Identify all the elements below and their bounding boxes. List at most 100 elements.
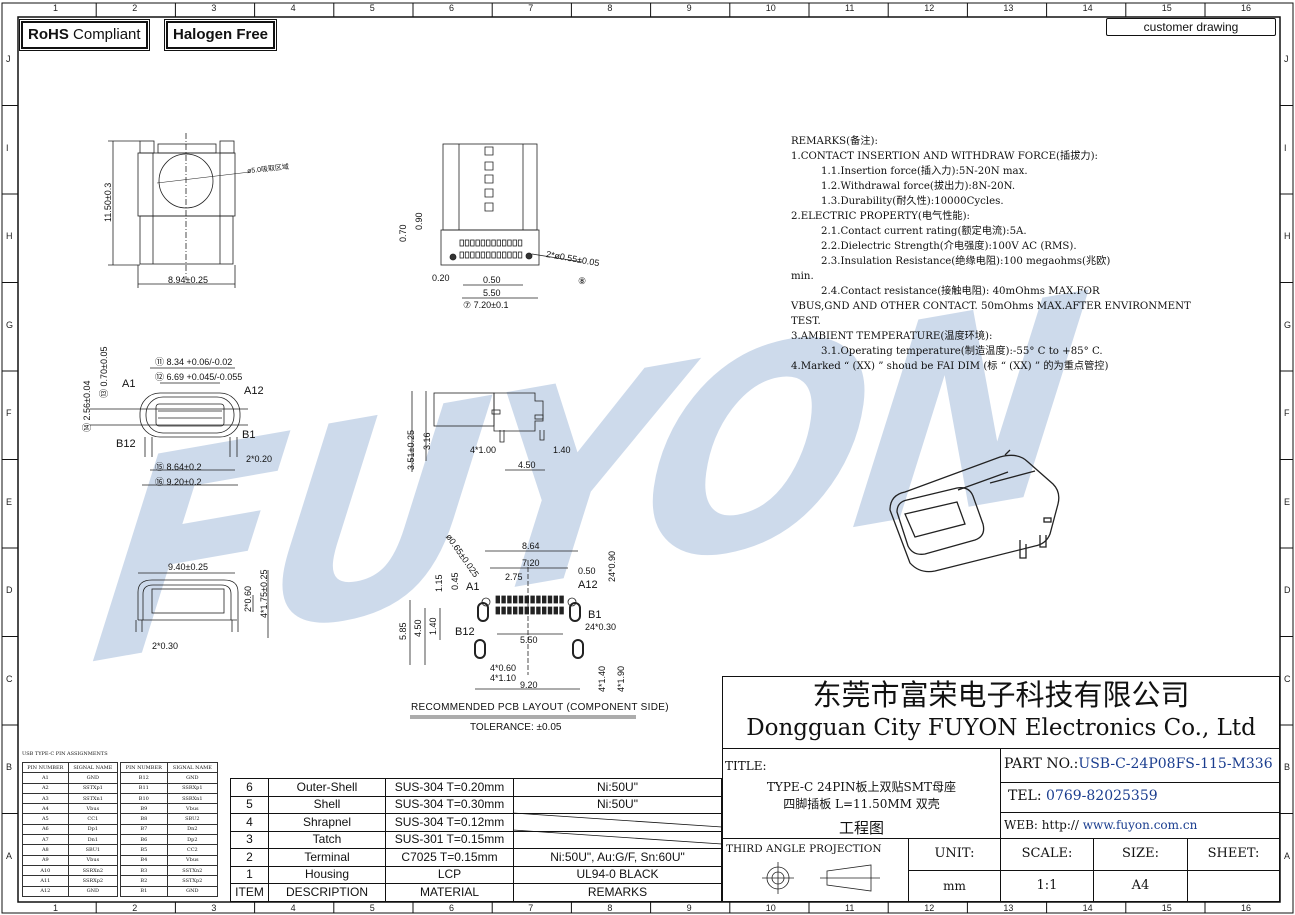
- signal-name: SSRXn1: [166, 792, 219, 805]
- signal-name: GND: [166, 772, 219, 784]
- item-number: 3: [230, 830, 269, 849]
- remark-line: 1.2.Withdrawal force(拔出力):8N-20N.: [821, 181, 1016, 192]
- terminal-pin: [470, 251, 475, 259]
- grid-column-label: 12: [924, 903, 935, 913]
- grid-row-label: D: [6, 585, 13, 595]
- remark-line: 2.3.Insulation Resistance(绝缘电阻):100 mega…: [821, 256, 1111, 267]
- grid-column-label: 9: [686, 903, 692, 913]
- remark-line: min.: [791, 271, 814, 282]
- signal-name: CC1: [67, 813, 119, 825]
- dimension-label: 24*0.90: [607, 550, 617, 582]
- description: Terminal: [268, 848, 386, 867]
- projection-label: THIRD ANGLE PROJECTION: [726, 843, 882, 855]
- terminal-pin: [475, 251, 480, 259]
- dimension-label: 3.51±0.25: [406, 430, 416, 470]
- description: Housing: [268, 865, 386, 884]
- bottom-view: [440, 143, 583, 299]
- pin-number: A5: [22, 813, 69, 825]
- company-name-chinese: 东莞市富荣电子科技有限公司: [812, 678, 1190, 712]
- title-line-2: 四脚插板 L=11.50MM 双壳: [783, 797, 940, 811]
- tel-label: TEL:: [1008, 788, 1042, 804]
- third-angle-projection-symbol: [762, 862, 880, 894]
- terminal-pin: [507, 239, 512, 247]
- remark-line: 1.CONTACT INSERTION AND WITHDRAW FORCE(插…: [791, 151, 1098, 162]
- grid-column-label: 10: [765, 903, 776, 913]
- tolerance-note: TOLERANCE: ±0.05: [470, 722, 562, 733]
- grid-row-label: B: [1284, 762, 1291, 772]
- signal-name: SSTXp2: [166, 875, 219, 887]
- remark-line: 2.1.Contact current rating(额定电流):5A.: [821, 226, 1027, 237]
- terminal-pin: [512, 251, 517, 259]
- pin-table-header: SIGNAL NAME: [166, 761, 219, 774]
- remark-line: 2.2.Dielectric Strength(介电强度):100V AC (R…: [821, 241, 1077, 252]
- pin-label-b12: B12: [116, 438, 136, 450]
- pin-number: B3: [120, 864, 168, 877]
- signal-name: GND: [67, 772, 119, 784]
- remarks: Ni:50U", Au:G/F, Sn:60U": [513, 848, 722, 867]
- pcb-pad: [518, 595, 524, 604]
- pcb-pad: [524, 595, 529, 604]
- pin-label-a1: A1: [122, 378, 136, 390]
- description: Shrapnel: [268, 813, 386, 832]
- web-link[interactable]: www.fuyon.com.cn: [1082, 818, 1198, 832]
- description: Shell: [268, 795, 386, 814]
- dimension-label: 24*0.30: [585, 622, 617, 632]
- grid-row-label: A: [1284, 850, 1291, 861]
- pcb-pad: [547, 606, 553, 615]
- pin-label-a12: A12: [244, 385, 264, 397]
- pin-label-a1: A1: [466, 581, 480, 593]
- pin-number: B1: [120, 885, 168, 897]
- halogen-free-badge: Halogen Free: [166, 21, 276, 49]
- tel-value: 0769-82025359: [1046, 788, 1158, 804]
- dimension-label: 0.45: [450, 572, 460, 590]
- bom-header: MATERIAL: [385, 883, 514, 902]
- grid-row-label: E: [6, 496, 13, 507]
- pcb-pad: [553, 595, 558, 604]
- signal-name: SSTXn2: [166, 864, 219, 877]
- terminal-pin: [459, 239, 464, 247]
- grid-row-label: J: [6, 54, 11, 64]
- grid-column-label: 14: [1082, 3, 1093, 13]
- rohs-label: RoHS: [28, 26, 69, 43]
- dimension-label: ⑯ 9.20±0.2: [155, 477, 202, 487]
- pcb-pad: [507, 595, 512, 604]
- dimension-label: 1.40: [553, 445, 571, 455]
- terminal-pin: [459, 251, 464, 259]
- terminal-pin: [501, 251, 507, 259]
- terminal-pin: [480, 239, 486, 247]
- dimension-label: 0.50: [578, 566, 596, 576]
- grid-row-label: G: [6, 319, 14, 330]
- pcb-pad: [530, 606, 535, 615]
- dimension-label: 1.40: [428, 617, 438, 635]
- pin-label-b1: B1: [588, 609, 602, 621]
- signal-name: SSRXn2: [67, 864, 119, 877]
- material: LCP: [385, 865, 514, 884]
- signal-name: SSTXp1: [67, 782, 119, 794]
- dimension-label: 4*1.40: [597, 665, 607, 692]
- dimension-label: ⑧: [578, 276, 587, 286]
- grid-column-label: 7: [528, 3, 534, 13]
- grid-column-label: 16: [1241, 903, 1252, 913]
- grid-row-label: J: [1284, 54, 1289, 64]
- pin-number: B9: [120, 803, 168, 815]
- grid-row-label: H: [6, 231, 13, 241]
- pcb-pad: [495, 606, 500, 615]
- signal-name: Vbus: [166, 854, 219, 866]
- pin-number: B2: [120, 875, 168, 887]
- rohs-compliant-badge: RoHS Compliant: [21, 21, 148, 49]
- grid-row-label: F: [1284, 408, 1290, 418]
- signal-name: Dn2: [166, 823, 219, 836]
- grid-column-label: 3: [211, 3, 217, 13]
- isometric-view: [889, 449, 1060, 573]
